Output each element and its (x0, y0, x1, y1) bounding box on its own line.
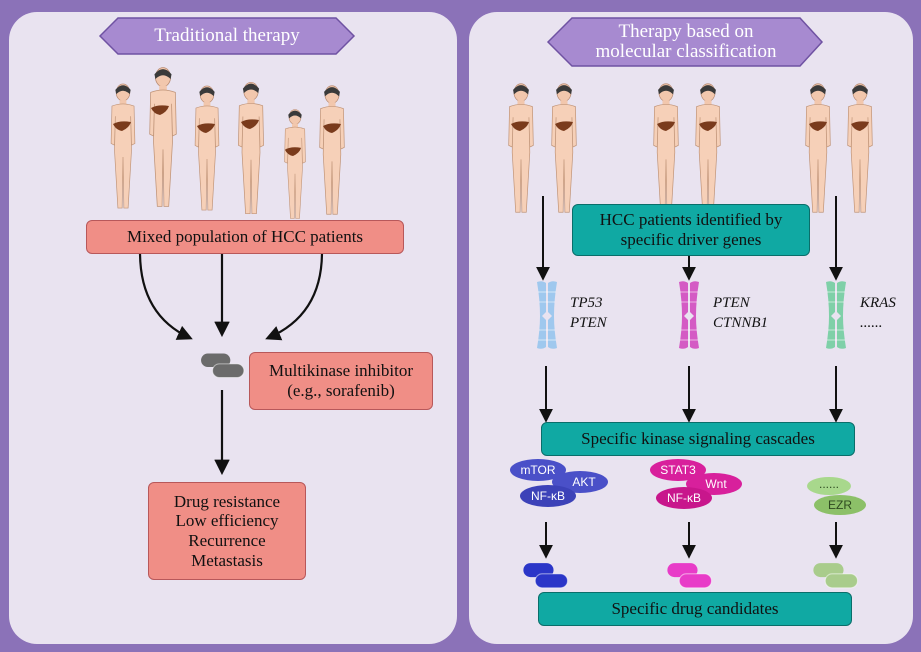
driver-gene-patient-groups (508, 83, 873, 213)
driver-gene-patients-box: HCC patients identified by specific driv… (572, 204, 810, 256)
chromosome-icon-blue (536, 280, 558, 350)
protein-label-stat3: STAT3 (660, 463, 696, 477)
outcomes-box: Drug resistance Low efficiency Recurrenc… (148, 482, 306, 580)
multikinase-inhibitor-box: Multikinase inhibitor (e.g., sorafenib) (249, 352, 433, 410)
drug-pill-icon-magenta (666, 562, 713, 589)
protein-cluster-green (807, 477, 866, 515)
mixed-patient-population (110, 67, 345, 219)
protein-cluster-blue (510, 459, 608, 507)
drug-pill-icon-green (812, 562, 859, 589)
signaling-cascades-box: Specific kinase signaling cascades (541, 422, 855, 456)
protein-label-mtor: mTOR (520, 463, 556, 477)
protein-cluster-magenta (650, 459, 742, 509)
multikinase-pill-icon (200, 352, 245, 379)
drug-candidates-box: Specific drug candidates (538, 592, 852, 626)
gene-label-group-3: KRAS ...... (860, 295, 896, 332)
protein-label-akt: AKT (572, 475, 596, 489)
drug-pill-icon-blue (522, 562, 569, 589)
protein-label-wnt: Wnt (705, 477, 727, 491)
traditional-therapy-title: Traditional therapy (154, 25, 300, 47)
protein-label-ezr: EZR (828, 498, 852, 512)
molecular-header-banner (546, 17, 824, 67)
protein-label-nfkb-magenta: NF-κB (667, 491, 701, 505)
traditional-header-banner (98, 17, 356, 55)
molecular-therapy-title: Therapy based on molecular classificatio… (595, 21, 777, 62)
chromosome-icon-green (825, 280, 847, 350)
protein-label-nfkb-blue: NF-κB (531, 489, 565, 503)
protein-label-ellipsis: ...... (818, 477, 839, 491)
gene-label-group-2: PTEN CTNNB1 (713, 295, 769, 332)
chromosome-icon-magenta (678, 280, 700, 350)
mixed-population-box: Mixed population of HCC patients (86, 220, 404, 254)
gene-label-group-1: TP53 PTEN (570, 295, 607, 332)
